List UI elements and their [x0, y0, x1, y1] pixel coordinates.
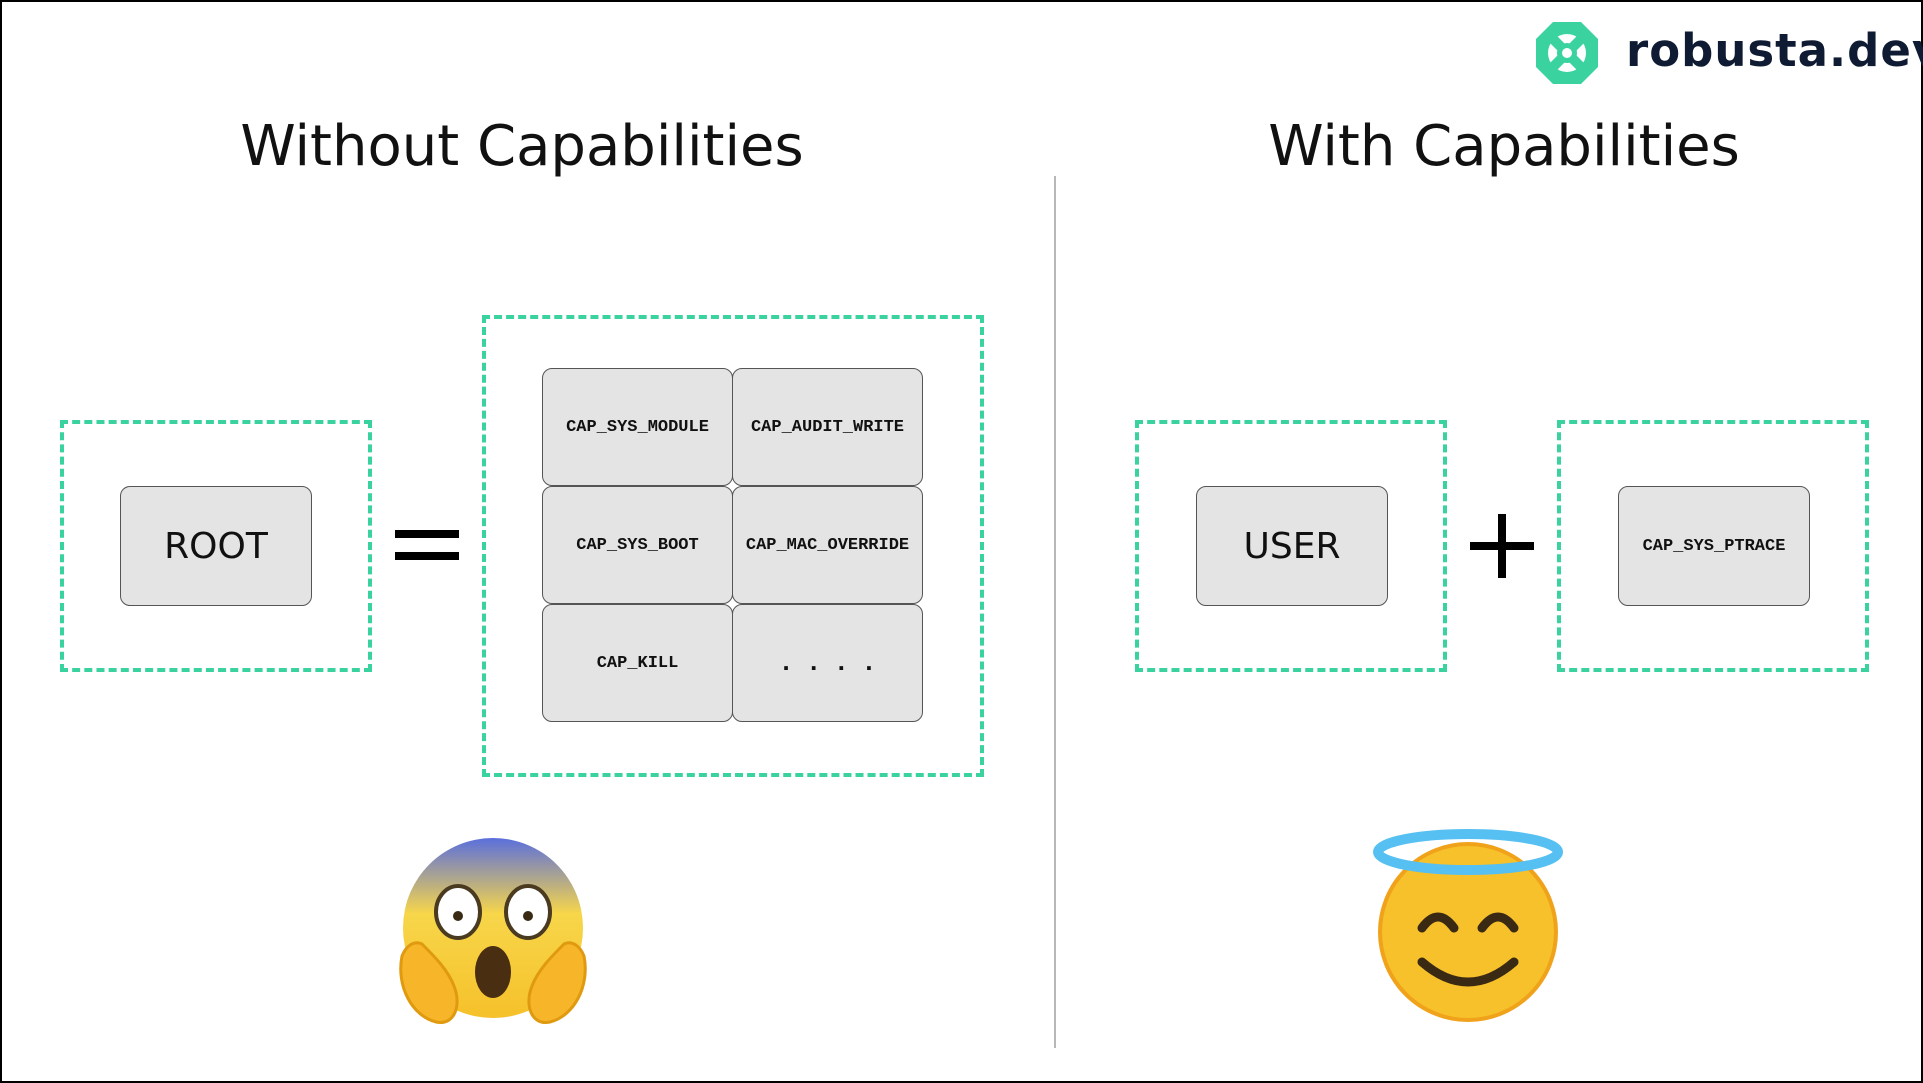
capability-card: CAP_AUDIT_WRITE: [732, 368, 923, 486]
root-card: ROOT: [120, 486, 312, 606]
section-divider: [1054, 176, 1056, 1048]
ptrace-dashed-group: [1557, 420, 1869, 672]
root-dashed-group: [60, 420, 372, 672]
equals-icon: [395, 530, 459, 560]
capability-card: CAP_KILL: [542, 604, 733, 722]
right-section-title: With Capabilities: [1268, 114, 1740, 179]
left-section-title: Without Capabilities: [240, 114, 804, 179]
plus-icon: [1470, 514, 1534, 578]
face-screaming-in-fear-icon: [399, 838, 587, 1024]
brand-logo: robusta.dev: [1534, 18, 1923, 88]
brand-name: robusta.dev: [1626, 24, 1923, 77]
capability-card: CAP_MAC_OVERRIDE: [732, 486, 923, 604]
capability-card: CAP_SYS_BOOT: [542, 486, 733, 604]
user-card: USER: [1196, 486, 1388, 606]
capability-card: CAP_SYS_PTRACE: [1618, 486, 1810, 606]
user-dashed-group: [1135, 420, 1447, 672]
smiling-face-with-halo-icon: [1373, 829, 1563, 1022]
lifebuoy-icon: [1536, 22, 1598, 84]
root-capabilities-group: [482, 315, 984, 777]
capability-card: CAP_SYS_MODULE: [542, 368, 733, 486]
capability-card-ellipsis: ....: [732, 604, 923, 722]
